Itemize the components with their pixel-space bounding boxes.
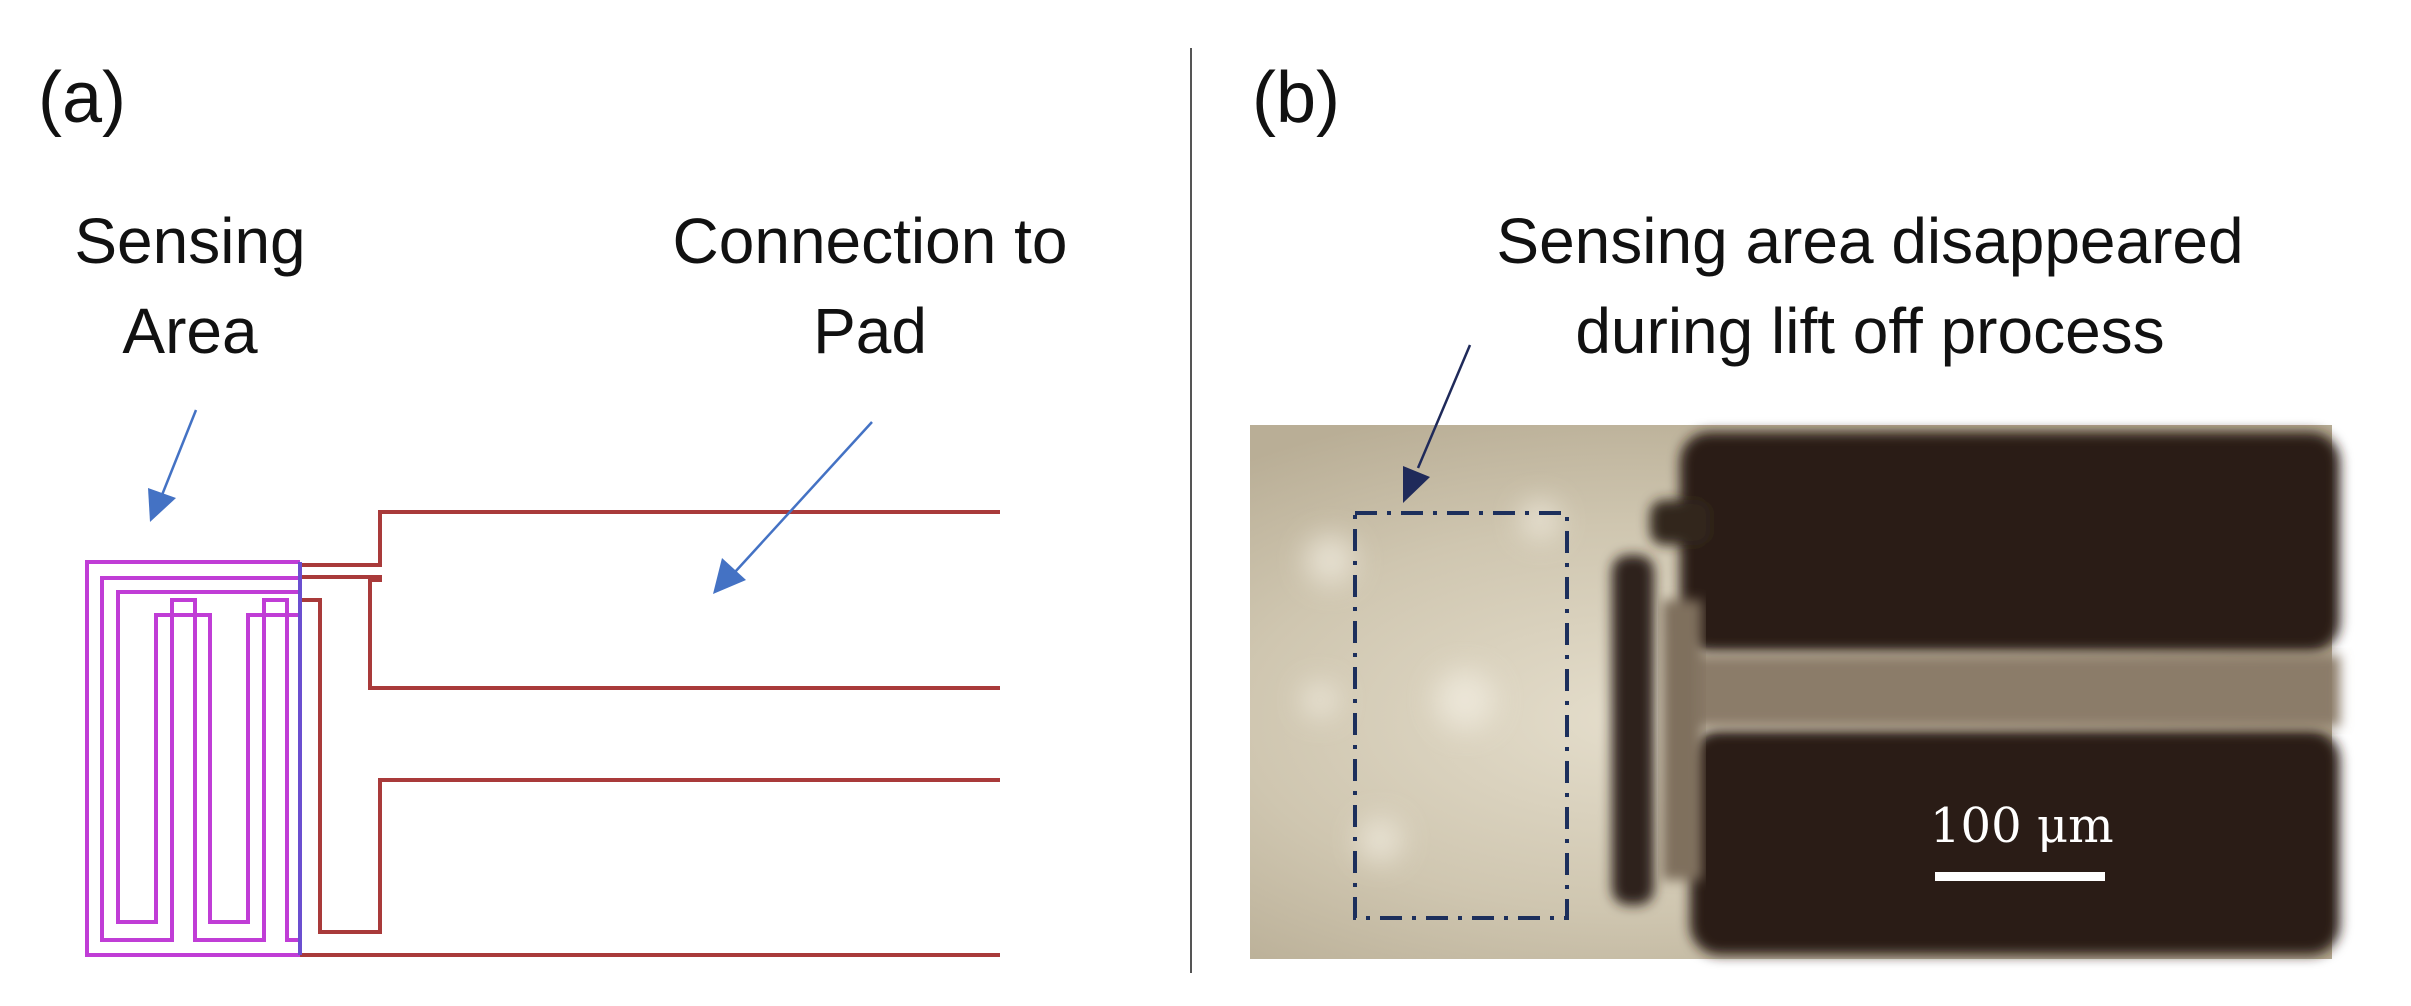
micrograph: [1250, 425, 2340, 959]
panel-b-label: (b): [1252, 58, 1340, 138]
connection-pad-arrow: [713, 421, 873, 594]
vertical-metal-strip: [1612, 555, 1654, 905]
meander-path-outer: [100, 576, 300, 942]
lift-off-caption-line1: Sensing area disappeared: [1496, 205, 2244, 277]
lower-metal-region: [1690, 730, 2340, 955]
scale-bar: [1935, 872, 2105, 881]
upper-trace-outline: [298, 510, 1000, 690]
upper-metal-region: [1680, 432, 2340, 652]
panel-a-label: (a): [38, 58, 126, 138]
lift-off-caption-line2: during lift off process: [1575, 295, 2165, 367]
lift-off-caption: Sensing area disappeared during lift off…: [1420, 196, 2320, 376]
connection-caption-line2: Pad: [813, 295, 927, 367]
missing-sensing-area-box: [1353, 511, 1569, 920]
metal-neck: [1650, 500, 1710, 545]
lower-trace-outline: [298, 598, 1000, 957]
meander-path-inner: [116, 590, 300, 924]
connection-to-pad-caption: Connection to Pad: [630, 196, 1110, 376]
sensing-area-caption-line1: Sensing: [74, 205, 306, 277]
sensing-area-caption: Sensing Area: [40, 196, 340, 376]
gap-strip: [1690, 655, 2340, 727]
panel-divider: [1190, 48, 1192, 973]
sensing-area-arrow: [148, 409, 198, 522]
connection-caption-line1: Connection to: [672, 205, 1068, 277]
sensing-area-caption-line2: Area: [122, 295, 258, 367]
sensing-meander: [85, 560, 302, 957]
scale-bar-label: 100 μm: [1930, 798, 2114, 854]
lift-off-arrow: [1403, 344, 1472, 503]
connection-traces: [298, 510, 1000, 957]
meander-outer: [85, 560, 300, 957]
